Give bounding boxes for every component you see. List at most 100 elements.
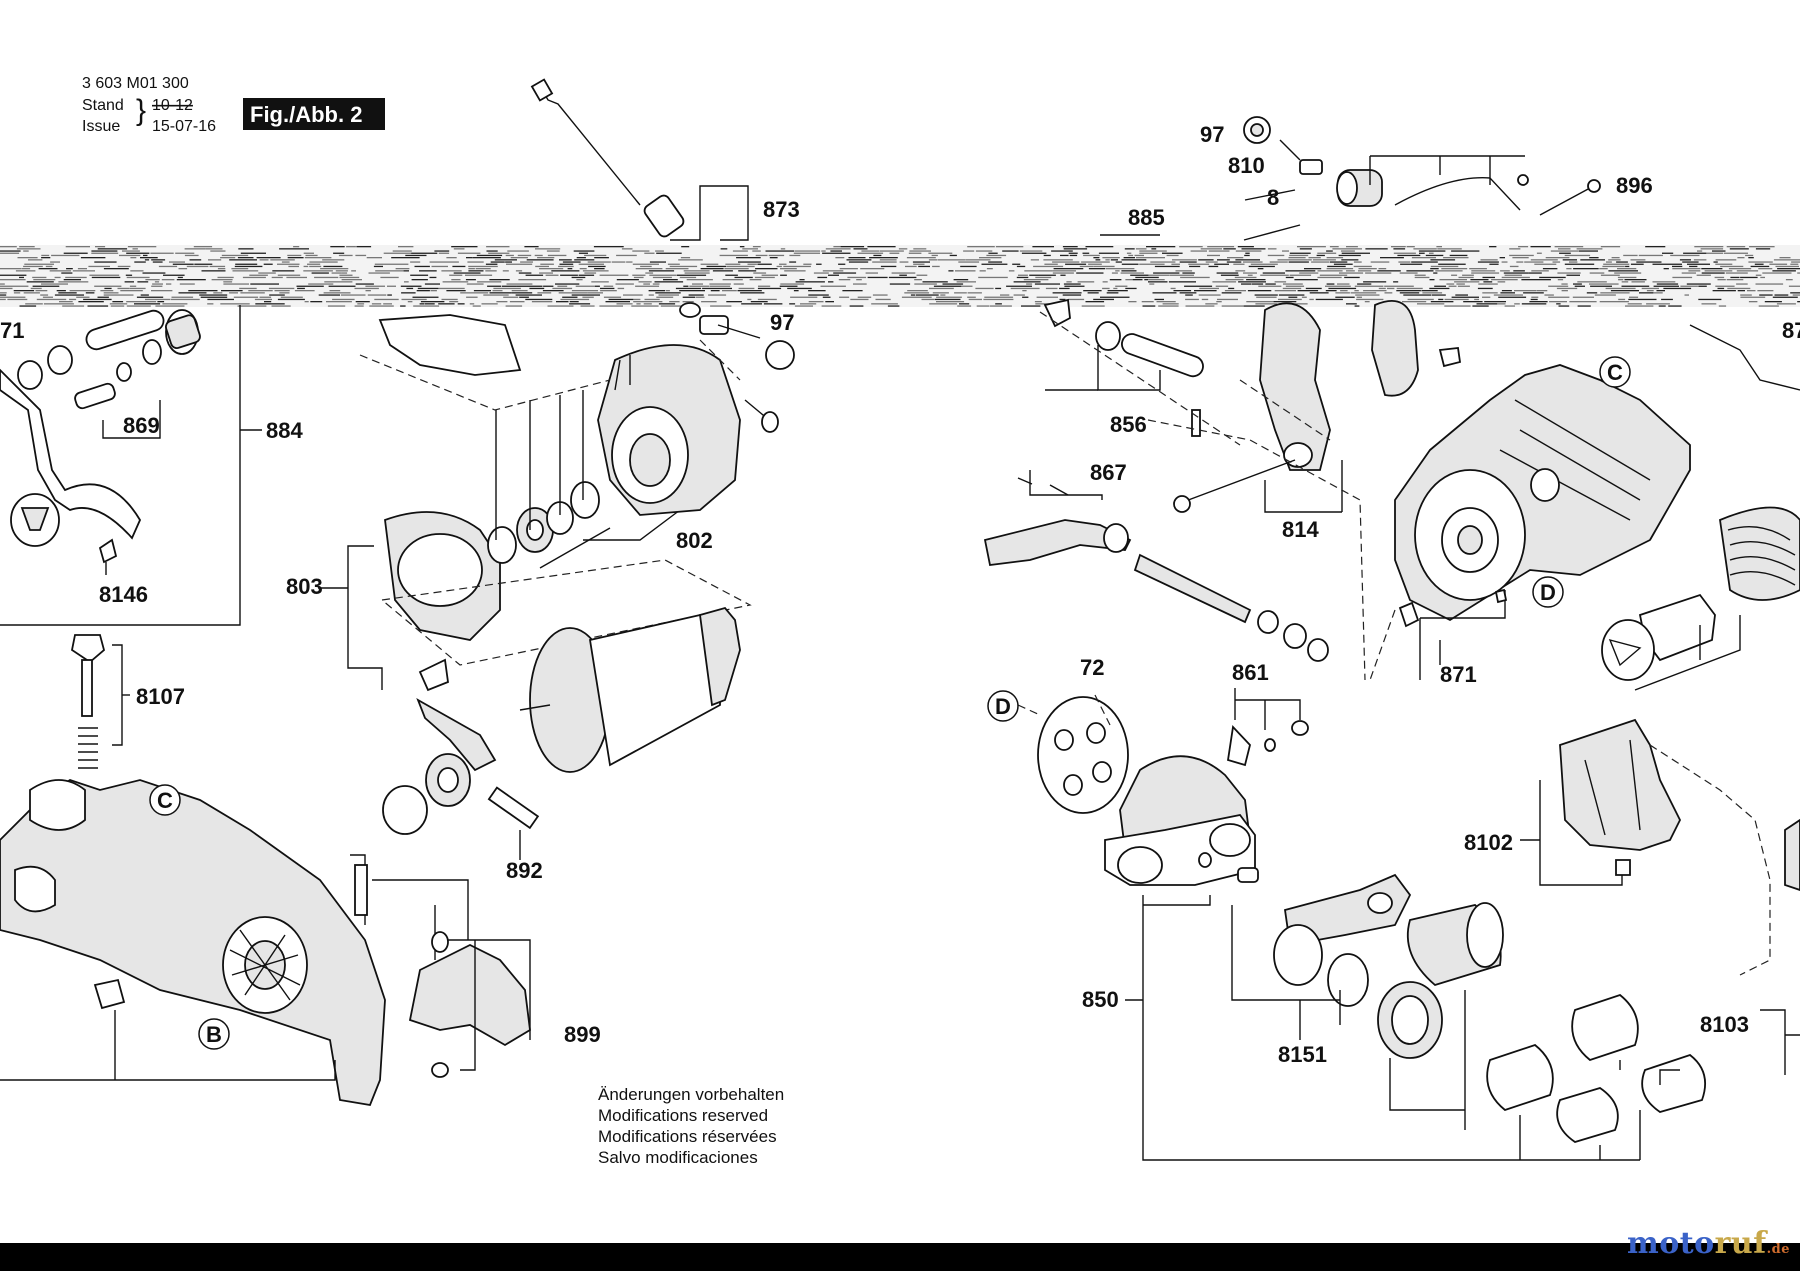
glitch-stroke — [633, 301, 663, 303]
glitch-stroke — [438, 303, 455, 305]
glitch-stroke — [310, 301, 323, 303]
glitch-stroke — [83, 298, 112, 301]
glitch-stroke — [825, 301, 834, 303]
glitch-stroke — [1534, 263, 1557, 265]
glitch-stroke — [1552, 261, 1561, 263]
glitch-stroke — [365, 285, 385, 287]
glitch-stroke — [1454, 281, 1480, 283]
glitch-stroke — [1521, 279, 1551, 281]
glitch-stroke — [1175, 270, 1193, 272]
glitch-stroke — [154, 281, 160, 283]
glitch-stroke — [889, 252, 900, 254]
right-assembly — [983, 116, 1800, 1161]
glitch-stroke — [129, 287, 146, 290]
glitch-stroke — [1748, 257, 1754, 259]
callout-c-right: C — [1599, 356, 1631, 388]
part-label: 8146 — [99, 582, 148, 607]
glitch-stroke — [753, 272, 767, 274]
glitch-stroke — [1750, 265, 1770, 268]
glitch-stroke — [1448, 285, 1457, 287]
glitch-stroke — [392, 250, 412, 252]
glitch-stroke — [1142, 305, 1156, 307]
glitch-stroke — [967, 246, 995, 248]
plate-814 — [1371, 300, 1419, 397]
glitch-stroke — [605, 301, 630, 303]
glitch-stroke — [800, 303, 817, 305]
glitch-stroke — [1115, 261, 1122, 263]
glitch-stroke — [1790, 263, 1799, 265]
glitch-stroke — [1670, 254, 1700, 257]
glitch-stroke — [1363, 290, 1387, 292]
glitch-stroke — [1513, 270, 1525, 272]
glitch-stroke — [468, 270, 484, 272]
glitch-stroke — [520, 261, 533, 263]
glitch-stroke — [1045, 287, 1058, 290]
plug-873 — [530, 78, 554, 102]
glitch-stroke — [1023, 279, 1049, 281]
issue-value: 15-07-16 — [152, 118, 216, 135]
glitch-stroke — [303, 265, 309, 268]
bracket-861 — [1226, 725, 1251, 767]
glitch-stroke — [1402, 301, 1427, 303]
glitch-stroke — [879, 259, 897, 261]
glitch-stroke — [89, 274, 120, 276]
glitch-stroke — [130, 270, 144, 272]
glitch-stroke — [1083, 254, 1100, 257]
glitch-stroke — [1624, 279, 1647, 281]
glitch-stroke — [1474, 298, 1479, 301]
glitch-stroke — [468, 268, 475, 270]
glitch-stroke — [571, 276, 586, 279]
glitch-stroke — [1621, 285, 1650, 287]
glitch-stroke — [1035, 276, 1052, 279]
glitch-stroke — [414, 265, 430, 268]
glitch-stroke — [1068, 252, 1078, 254]
glitch-stroke — [41, 254, 50, 257]
glitch-stroke — [873, 254, 882, 257]
arm-814 — [1259, 302, 1331, 471]
glitch-stroke — [488, 252, 510, 254]
glitch-stroke — [1561, 283, 1568, 285]
glitch-stroke — [91, 252, 119, 254]
glitch-stroke — [712, 270, 733, 272]
glitch-stroke — [88, 265, 110, 268]
glitch-stroke — [91, 250, 118, 252]
glitch-stroke — [1449, 254, 1468, 257]
glitch-stroke — [505, 305, 523, 307]
glitch-stroke — [476, 254, 503, 257]
glitch-stroke — [1455, 294, 1468, 296]
glitch-stroke — [472, 305, 481, 307]
glitch-stroke — [1151, 248, 1157, 250]
glitch-stroke — [380, 276, 399, 279]
glitch-stroke — [1221, 305, 1244, 307]
glitch-stroke — [23, 250, 29, 252]
glitch-stroke — [41, 257, 51, 259]
glitch-stroke — [305, 254, 318, 257]
glitch-stroke — [633, 298, 641, 301]
glitch-stroke — [652, 283, 660, 285]
glitch-stroke — [1135, 248, 1147, 250]
glitch-stroke — [739, 246, 745, 248]
glitch-stroke — [158, 265, 178, 268]
glitch-stroke — [847, 276, 867, 279]
glitch-stroke — [702, 287, 732, 290]
glitch-stroke — [486, 250, 498, 252]
glitch-stroke — [129, 285, 137, 287]
glitch-stroke — [907, 290, 928, 292]
glitch-stroke — [331, 272, 342, 274]
glitch-stroke — [720, 248, 728, 250]
glitch-stroke — [794, 305, 813, 307]
glitch-stroke — [1215, 285, 1229, 287]
glitch-stroke — [17, 257, 38, 259]
glitch-stroke — [1514, 290, 1537, 292]
glitch-stroke — [87, 305, 109, 307]
glitch-stroke — [1095, 259, 1101, 261]
glitch-stroke — [865, 272, 878, 274]
glitch-stroke — [988, 252, 998, 254]
glitch-stroke — [451, 279, 461, 281]
glitch-stroke — [1625, 305, 1654, 307]
glitch-stroke — [76, 296, 90, 298]
glitch-stroke — [1346, 270, 1355, 272]
glitch-stroke — [790, 296, 818, 298]
clip-87 — [1601, 619, 1655, 681]
glitch-stroke — [1297, 246, 1326, 248]
